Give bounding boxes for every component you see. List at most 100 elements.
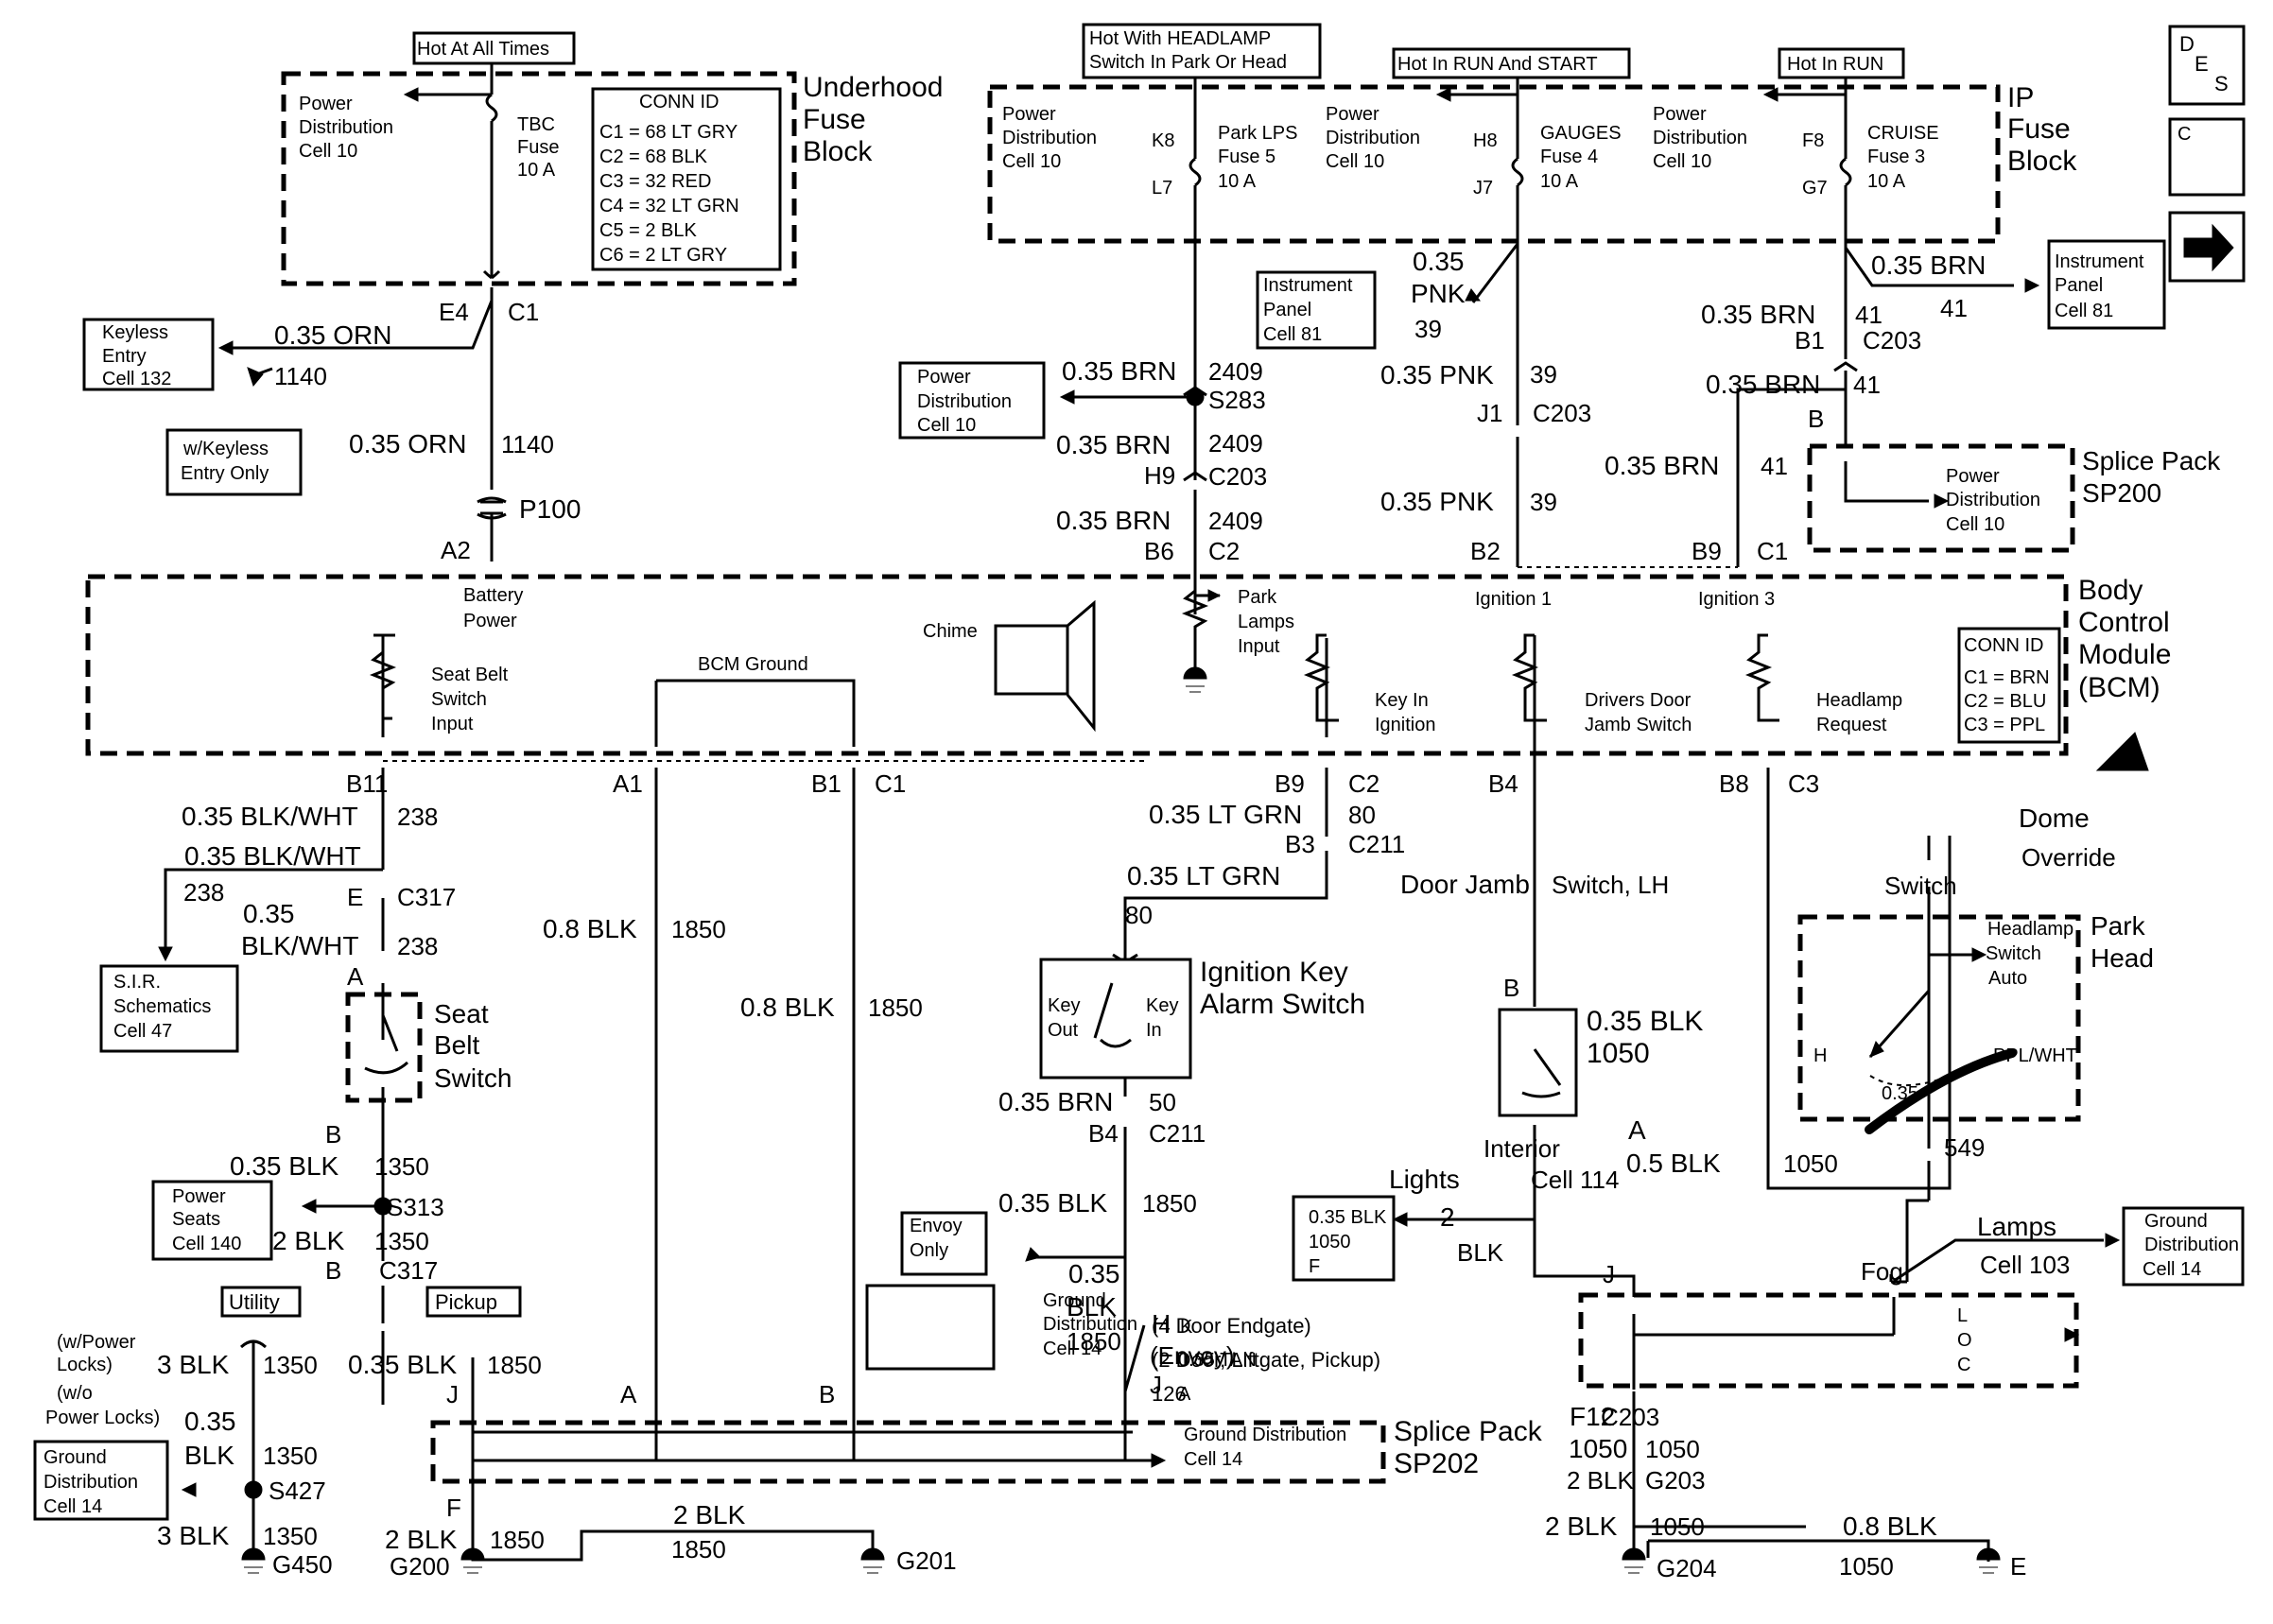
diagram-label: Cell 140 — [172, 1234, 241, 1254]
desc-icon-letter: C — [2178, 124, 2191, 145]
diagram-label: Power — [299, 94, 353, 114]
diagram-label: B2 — [1470, 537, 1501, 565]
diagram-label: B9 — [1692, 537, 1722, 565]
diagram-label: 0.35 LT GRN — [1127, 861, 1280, 890]
diagram-label: Only — [910, 1240, 948, 1261]
diagram-label: Seat Belt — [431, 665, 509, 685]
diagram-label: Park — [2091, 911, 2146, 941]
diagram-label: 0.8 BLK — [740, 993, 835, 1022]
diagram-label: B — [1808, 405, 1824, 433]
ground-g200 — [460, 1547, 485, 1574]
ground-g201 — [860, 1547, 885, 1574]
diagram-label: Cell 10 — [1002, 151, 1061, 172]
diagram-label: J — [1603, 1260, 1615, 1288]
diagram-label: Key — [1146, 995, 1178, 1016]
diagram-label: H — [1813, 1045, 1827, 1066]
diagram-label: Instrument — [2055, 251, 2144, 272]
diagram-label: SP200 — [2082, 478, 2161, 508]
diagram-label: 1050 — [1309, 1232, 1351, 1253]
diagram-label: 1350 — [374, 1152, 429, 1181]
diagram-label: (2 Door, Liftgate, Pickup) — [1152, 1348, 1380, 1372]
diagram-label: 0.35 BLK/WHT — [182, 802, 358, 831]
diagram-label: C3 = 32 RED — [599, 171, 711, 192]
diagram-label: Switch — [434, 1063, 512, 1093]
diagram-label: G203 — [1645, 1466, 1706, 1494]
diagram-label: Entry — [102, 346, 147, 367]
diagram-label: G450 — [272, 1550, 333, 1579]
diagram-label: 0.35 BRN — [998, 1087, 1113, 1116]
diagram-label: Switch — [1884, 872, 1957, 900]
diagram-label: G204 — [1657, 1554, 1717, 1582]
diagram-label: Cell 14 — [1184, 1449, 1242, 1470]
diagram-label: Power — [1653, 104, 1707, 125]
diagram-label: 1140 — [274, 362, 327, 390]
diagram-label: Body — [2078, 575, 2143, 606]
diagram-label: 0.35 BRN — [1062, 356, 1176, 386]
diagram-label: Schematics — [113, 996, 211, 1017]
diagram-label: C6 = 2 LT GRY — [599, 245, 727, 266]
loc-icon-letter: D — [2179, 32, 2195, 56]
diagram-label: 0.35 BRN — [1605, 451, 1719, 480]
diagram-label: Ignition Key — [1200, 957, 1348, 988]
diagram-label: A — [1628, 1115, 1646, 1145]
diagram-label: Fog — [1861, 1257, 1903, 1286]
diagram-label: 1050 — [1587, 1038, 1650, 1069]
diagram-label: 41 — [1855, 301, 1883, 329]
diagram-label: BLK — [184, 1441, 234, 1470]
diagram-label: Fuse — [803, 104, 866, 135]
diagram-label: Distribution — [1326, 128, 1420, 148]
diagram-label: Ground Distribution — [1184, 1425, 1346, 1445]
diagram-label: 0.35 — [1413, 247, 1465, 276]
diagram-label: B4 — [1488, 769, 1518, 798]
diagram-label: (w/o — [57, 1383, 93, 1404]
diagram-label: Head — [2091, 943, 2154, 973]
diagram-label: 41 — [1853, 371, 1881, 399]
diagram-label: Locks) — [57, 1355, 113, 1375]
diagram-label: C5 = 2 BLK — [599, 220, 698, 241]
diagram-label: Hot At All Times — [417, 39, 549, 60]
diagram-label: Instrument — [1263, 275, 1353, 296]
diagram-label: C1 — [508, 298, 539, 326]
door-jamb-switch-blade — [1521, 1048, 1562, 1098]
diagram-label: (4 Door Endgate) — [1152, 1314, 1311, 1338]
diagram-label: Cell 10 — [917, 415, 976, 436]
diagram-label: 0.35 BRN — [1706, 370, 1820, 399]
diagram-label: Power — [172, 1186, 226, 1207]
diagram-label: Request — [1816, 715, 1887, 735]
park-lps-fuse-symbol — [1189, 157, 1202, 187]
dashed-enclosures — [85, 71, 2081, 1484]
resistor-key-in — [1303, 633, 1339, 722]
diagram-label: Ground — [1043, 1290, 1106, 1311]
diagram-label: H8 — [1473, 130, 1498, 151]
seat-belt-switch-blade — [364, 1014, 409, 1075]
diagram-label: 0.35 BLK — [1587, 1006, 1703, 1037]
ground-g450 — [241, 1547, 266, 1574]
diagram-label: Interior — [1484, 1134, 1560, 1163]
diagram-label: Door Jamb — [1400, 870, 1530, 899]
headlamp-switch-thick-arc — [1865, 1048, 2017, 1134]
diagram-label: E — [2010, 1552, 2026, 1581]
diagram-label: Ground — [43, 1447, 107, 1468]
diagram-label: Power — [1326, 104, 1379, 125]
diagram-label: 0.35 PNK — [1380, 487, 1494, 516]
diagram-label: IP — [2007, 82, 2034, 113]
diagram-label: Battery — [463, 585, 523, 606]
diagram-label: Cell 114 — [1531, 1166, 1619, 1194]
diagram-label: Distribution — [1946, 490, 2040, 510]
cruise-fuse-symbol — [1839, 157, 1852, 187]
diagram-label: 0.35 BLK — [998, 1188, 1108, 1218]
diagram-label: Lamps — [1977, 1212, 2056, 1241]
diagram-label: P100 — [519, 494, 581, 524]
gauges-fuse-symbol — [1511, 157, 1524, 187]
diagram-label: C1 — [1757, 537, 1788, 565]
diagram-label: CONN ID — [1964, 635, 2043, 656]
diagram-label: 3 BLK — [157, 1350, 230, 1379]
diagram-label: 2 BLK — [1545, 1512, 1618, 1541]
diagram-label: 2409 — [1208, 429, 1263, 458]
diagram-label: 238 — [183, 878, 224, 907]
diagram-label: Fuse 5 — [1218, 147, 1275, 167]
splice-s313 — [373, 1197, 392, 1216]
diagram-label: 2 — [1440, 1202, 1455, 1232]
diagram-label: 0.35 — [243, 899, 295, 928]
diagram-label: C2 — [1208, 537, 1240, 565]
